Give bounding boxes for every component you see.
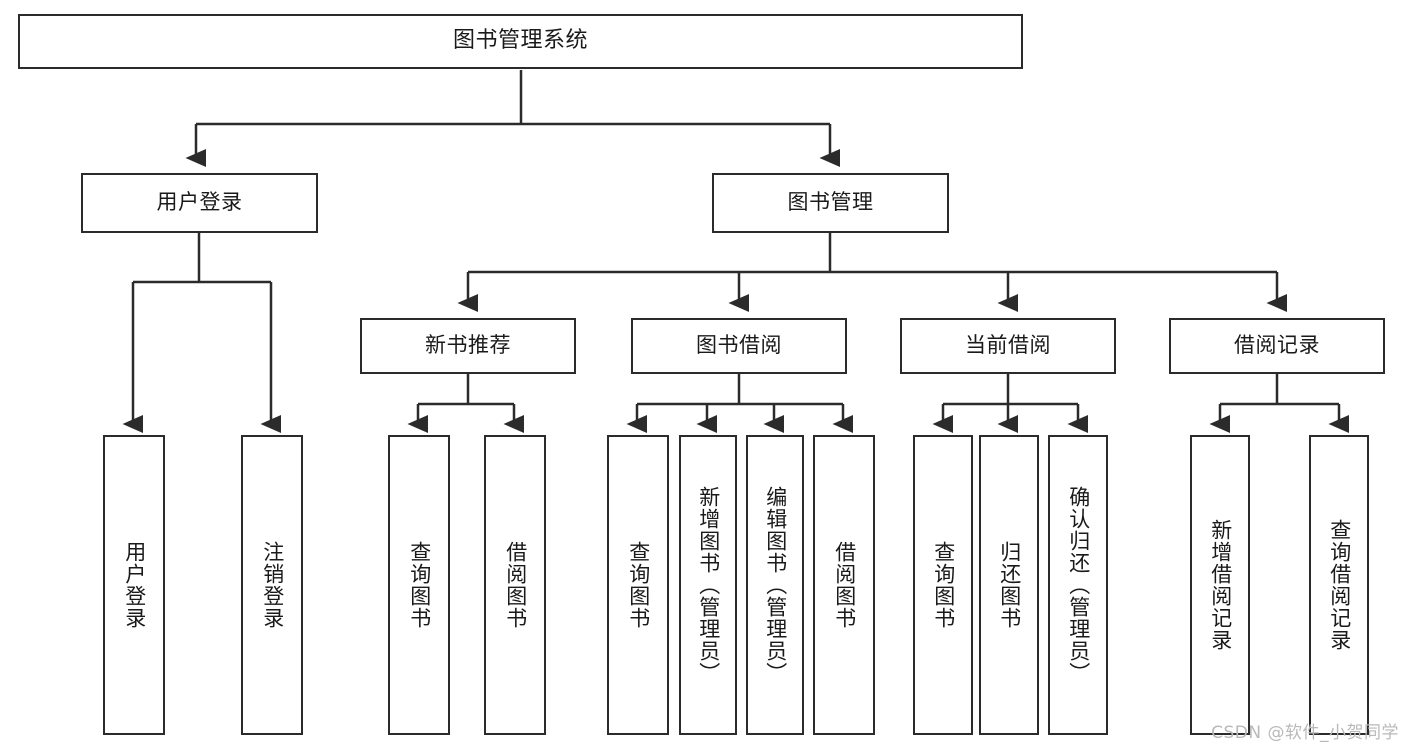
leaf-edit-book-admin[interactable]: 编辑图书（管理员）: [746, 435, 804, 735]
leaf-add-book-admin[interactable]: 新增图书（管理员）: [679, 435, 737, 735]
leaf-add-borrow-record[interactable]: 新增借阅记录: [1190, 435, 1250, 735]
node-label: 新增图书（管理员）: [696, 486, 721, 684]
node-book-management[interactable]: 图书管理: [712, 173, 949, 233]
leaf-query-book-borrow[interactable]: 查询图书: [607, 435, 669, 735]
node-label: 归还图书: [997, 541, 1022, 629]
node-label: 借阅图书: [832, 541, 857, 629]
node-label: 确认归还（管理员）: [1066, 486, 1091, 684]
node-current-borrow[interactable]: 当前借阅: [900, 318, 1116, 374]
node-label: 图书管理: [787, 190, 874, 215]
node-label: 查询图书: [931, 541, 956, 629]
leaf-query-book-current[interactable]: 查询图书: [913, 435, 973, 735]
leaf-query-book-recommend[interactable]: 查询图书: [388, 435, 450, 735]
node-label: 查询借阅记录: [1327, 519, 1352, 651]
node-label: 用户登录: [156, 190, 243, 215]
node-label: 图书借阅: [696, 333, 782, 358]
node-label: 查询图书: [626, 541, 651, 629]
leaf-logout-login[interactable]: 注销登录: [241, 435, 303, 735]
node-new-book-recommend[interactable]: 新书推荐: [360, 318, 576, 374]
node-label: 查询图书: [407, 541, 432, 629]
leaf-query-borrow-record[interactable]: 查询借阅记录: [1309, 435, 1369, 735]
leaf-return-book[interactable]: 归还图书: [979, 435, 1039, 735]
node-label: 新增借阅记录: [1208, 519, 1233, 651]
node-label: 借阅图书: [503, 541, 528, 629]
watermark: CSDN @软件_小贺同学: [1211, 723, 1399, 743]
node-root-system[interactable]: 图书管理系统: [18, 14, 1023, 69]
leaf-confirm-return-admin[interactable]: 确认归还（管理员）: [1048, 435, 1108, 735]
node-label: 编辑图书（管理员）: [763, 486, 788, 684]
node-label: 用户登录: [122, 541, 147, 629]
node-book-borrow[interactable]: 图书借阅: [631, 318, 847, 374]
leaf-borrow-book[interactable]: 借阅图书: [813, 435, 875, 735]
leaf-user-login[interactable]: 用户登录: [103, 435, 165, 735]
node-label: 图书管理系统: [452, 28, 588, 54]
leaf-borrow-book-recommend[interactable]: 借阅图书: [484, 435, 546, 735]
node-label: 新书推荐: [425, 333, 511, 358]
node-label: 注销登录: [260, 541, 285, 629]
node-label: 借阅记录: [1234, 333, 1320, 358]
node-label: 当前借阅: [965, 333, 1051, 358]
node-borrow-record[interactable]: 借阅记录: [1169, 318, 1385, 374]
node-user-login[interactable]: 用户登录: [81, 173, 318, 233]
